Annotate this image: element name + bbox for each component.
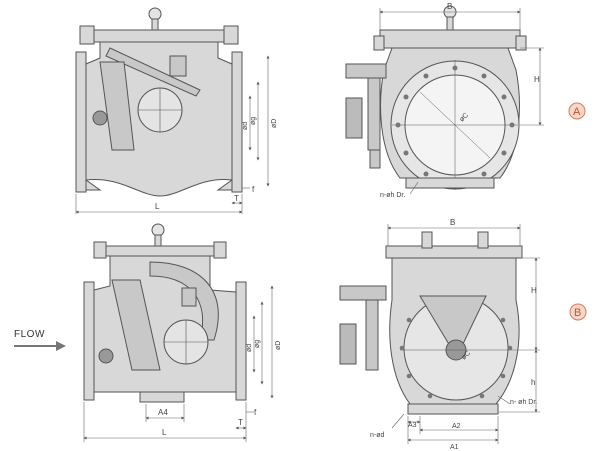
br-counterweight — [339, 323, 357, 365]
flow-arrow-icon — [56, 341, 66, 351]
br-A2-label: A2 — [452, 423, 461, 430]
badge-b: B — [569, 303, 587, 321]
bl-A4-label: A4 — [158, 408, 168, 417]
br-bonnet — [385, 245, 523, 259]
top-right-feet — [405, 177, 495, 189]
bonnet — [89, 29, 229, 43]
br-bolt-hole-ring — [399, 317, 513, 399]
br-A3-label: A3 — [408, 422, 417, 429]
top-right-dimensions — [379, 8, 544, 195]
br-side-shaft — [365, 299, 379, 371]
bl-lifting-eye — [151, 223, 165, 237]
top-right-H-label: H — [534, 75, 540, 84]
top-right-B-label: B — [447, 2, 452, 11]
bl-f-label: f — [254, 408, 257, 417]
bl-g-label: øg — [254, 340, 261, 348]
br-H-label: H — [531, 286, 537, 295]
br-nd-label: n-ød — [370, 432, 385, 439]
bonnet-bolt-right — [223, 25, 239, 45]
top-left-dimensions — [75, 55, 270, 214]
top-left-d-label: ød — [242, 122, 249, 130]
side-shaft — [367, 77, 381, 151]
right-flange — [231, 51, 243, 193]
hinge-pin — [92, 110, 108, 126]
bl-eye-stem — [154, 234, 162, 247]
top-left-f-label: f — [252, 185, 255, 194]
bl-hinge-pin — [98, 348, 114, 364]
br-feet — [407, 403, 499, 415]
top-left-D-label: øD — [271, 119, 278, 128]
top-left-side-view — [75, 7, 243, 197]
badge-b-text: B — [574, 307, 581, 319]
flow-indicator: FLOW — [14, 329, 66, 351]
counterweight — [345, 97, 363, 139]
br-bolt-right — [477, 231, 489, 249]
bottom-left-dimensions — [83, 285, 274, 442]
bottom-right-dimensions — [387, 224, 540, 444]
bl-right-flange — [235, 281, 247, 401]
bl-d-label: ød — [246, 344, 253, 352]
badge-a-text: A — [573, 106, 581, 118]
bl-bolt-right — [213, 241, 227, 259]
top-right-bolt-left — [373, 35, 385, 51]
top-right-eye-stem — [446, 16, 454, 31]
top-left-g-label: øg — [250, 117, 257, 125]
lifting-eye — [148, 7, 162, 21]
br-B-label: B — [450, 218, 455, 227]
arm-block — [169, 55, 187, 77]
bl-arm-block — [181, 287, 197, 307]
foot-right — [216, 179, 233, 191]
bl-base — [139, 391, 185, 403]
foot-left — [85, 179, 102, 191]
top-right-bolt-right — [515, 35, 527, 51]
bl-left-flange — [83, 281, 95, 401]
badge-a: A — [568, 102, 586, 120]
top-right-end-view — [345, 5, 527, 190]
top-right-holes-label: n-øh Dr. — [380, 192, 405, 199]
bl-D-label: øD — [275, 341, 282, 350]
bl-linkage — [111, 279, 161, 371]
top-left-T-label: T — [234, 194, 239, 203]
br-bolt-left — [421, 231, 433, 249]
shaft-bearing — [369, 149, 381, 169]
bl-T-label: T — [238, 418, 243, 427]
top-left-L-label: L — [155, 202, 160, 211]
bl-L-label: L — [162, 428, 167, 437]
top-right-C-label: øC — [458, 112, 470, 124]
counterweight-linkage — [99, 61, 135, 151]
left-flange — [75, 51, 87, 193]
bonnet-bolt-left — [79, 25, 95, 45]
bl-bolt-left — [93, 241, 107, 259]
br-holes-label: n- øh Dr. — [510, 399, 537, 406]
br-h-label: h — [531, 378, 535, 387]
top-right-bonnet — [379, 29, 521, 49]
br-side-lever — [339, 285, 387, 301]
flow-label: FLOW — [14, 329, 45, 340]
eye-stem — [151, 18, 159, 31]
bottom-right-end-view — [339, 231, 523, 415]
br-C-label: øC — [460, 350, 472, 362]
bottom-left-side-view — [83, 223, 247, 403]
bl-bonnet — [101, 245, 221, 257]
side-lever — [345, 63, 387, 79]
br-A1-label: A1 — [450, 444, 459, 451]
